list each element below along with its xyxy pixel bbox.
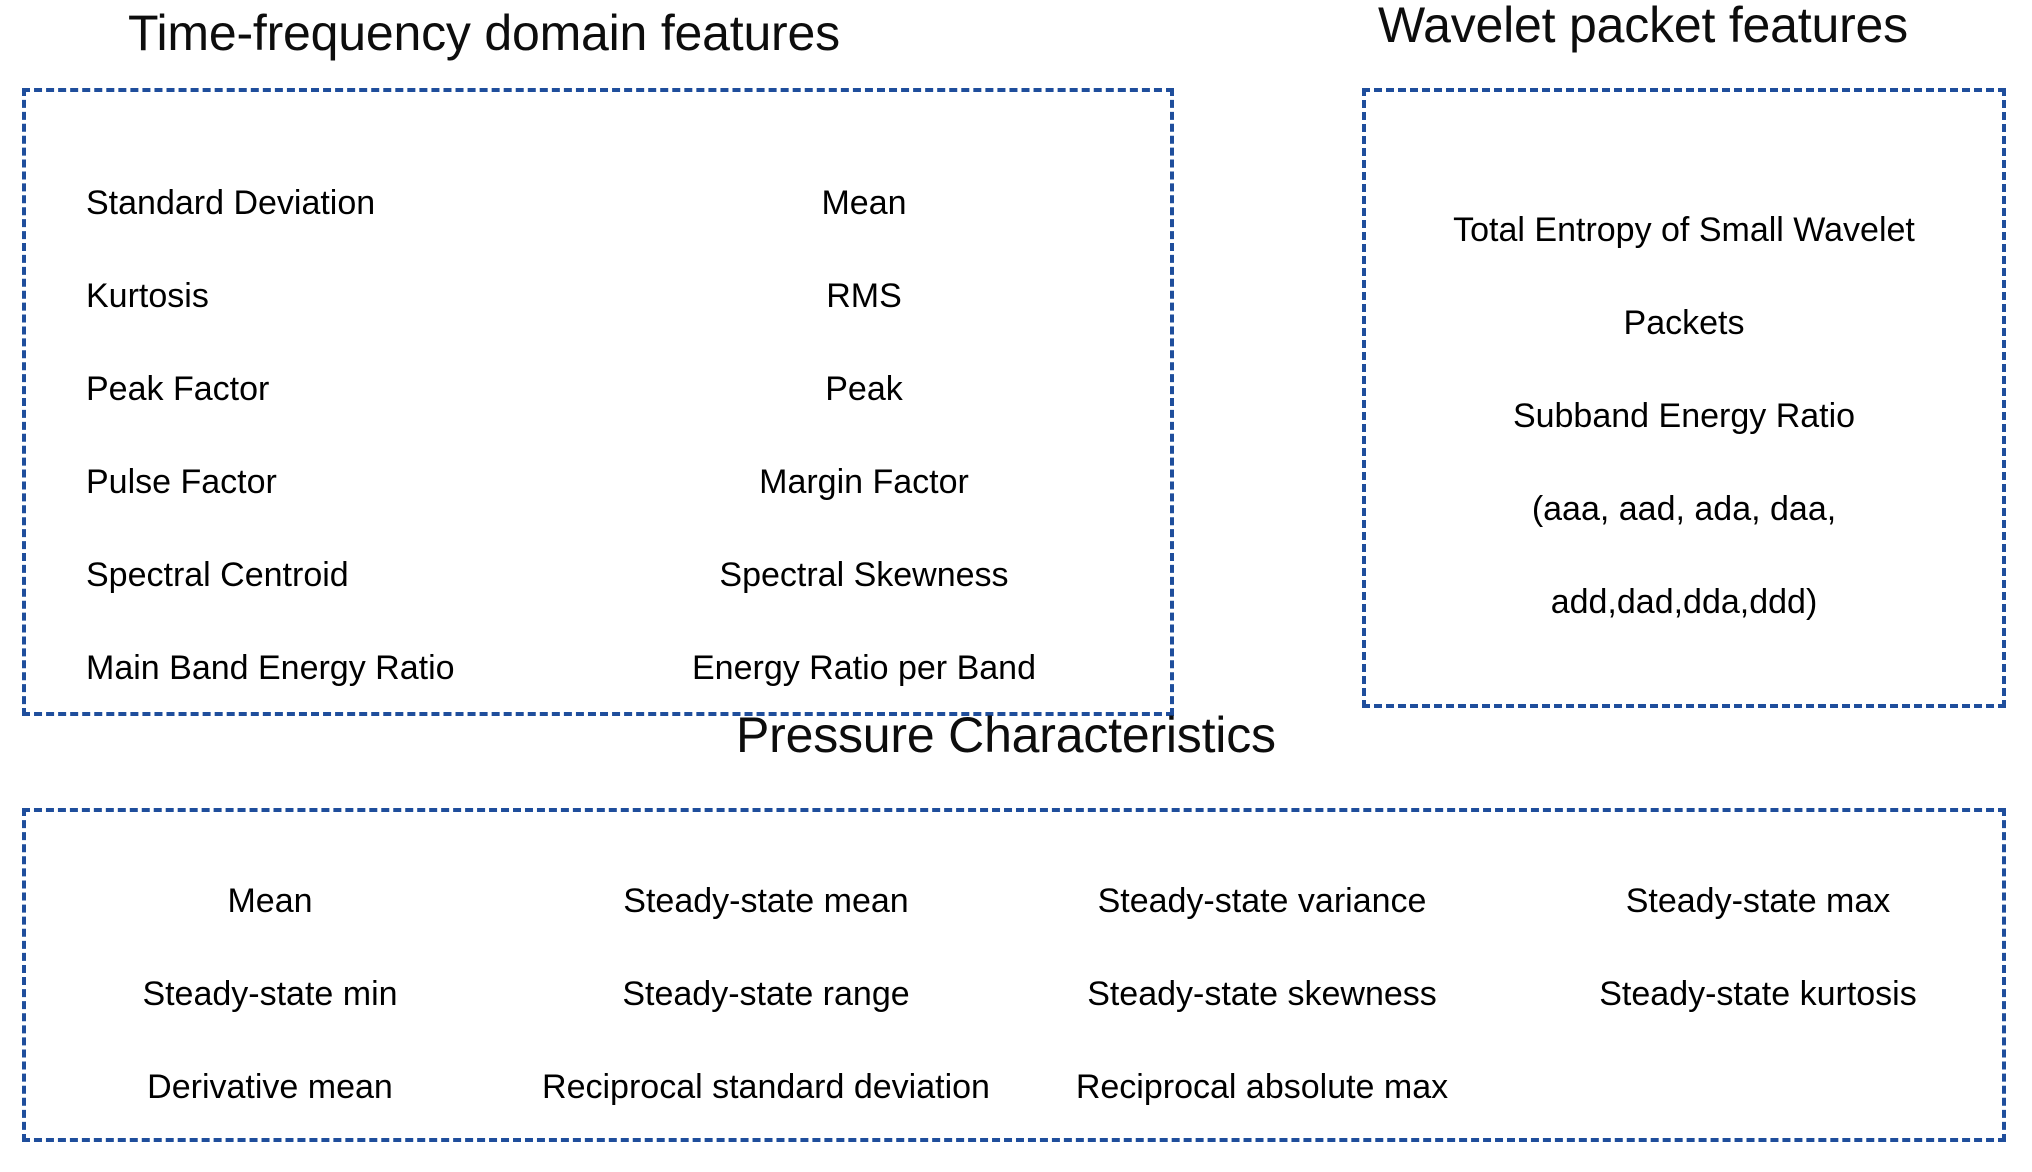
feature-item: Derivative mean bbox=[147, 1067, 393, 1106]
feature-item: Reciprocal standard deviation bbox=[542, 1067, 990, 1106]
feature-item: Reciprocal absolute max bbox=[1075, 1067, 1449, 1106]
feature-item: Steady-state skewness bbox=[1087, 974, 1437, 1013]
feature-item: (aaa, aad, ada, daa, bbox=[1531, 490, 1837, 528]
feature-item: Mean bbox=[821, 183, 907, 222]
time-frequency-feature-box bbox=[22, 88, 1174, 716]
feature-item: Steady-state variance bbox=[1097, 881, 1427, 920]
pressure-feature-box bbox=[22, 808, 2006, 1142]
feature-item: Steady-state kurtosis bbox=[1599, 974, 1917, 1013]
feature-item: Spectral Centroid bbox=[86, 555, 349, 594]
feature-item: RMS bbox=[826, 276, 902, 315]
feature-item: add,dad,dda,ddd) bbox=[1550, 583, 1818, 621]
feature-item: Steady-state max bbox=[1625, 881, 1891, 920]
feature-item: Standard Deviation bbox=[86, 183, 376, 222]
feature-item: Energy Ratio per Band bbox=[692, 648, 1036, 687]
feature-item: Peak Factor bbox=[86, 369, 270, 408]
pressure-group-title: Pressure Characteristics bbox=[736, 707, 1276, 763]
feature-item: Subband Energy Ratio bbox=[1512, 397, 1856, 435]
feature-item: Kurtosis bbox=[86, 276, 209, 315]
wavelet-packet-group-title: Wavelet packet features bbox=[1378, 0, 1908, 53]
feature-item: Mean bbox=[227, 881, 313, 920]
feature-item: Steady-state mean bbox=[623, 881, 909, 920]
wavelet-packet-feature-list: Total Entropy of Small Wavelet Packets S… bbox=[1362, 88, 2006, 708]
feature-item: Total Entropy of Small Wavelet bbox=[1453, 211, 1915, 249]
feature-item: Spectral Skewness bbox=[719, 555, 1009, 594]
feature-item: Pulse Factor bbox=[86, 462, 277, 501]
feature-item: Packets bbox=[1623, 304, 1745, 342]
time-frequency-group-title: Time-frequency domain features bbox=[128, 5, 840, 61]
feature-item: Main Band Energy Ratio bbox=[86, 648, 455, 687]
pressure-feature-grid: Mean Steady-state mean Steady-state vari… bbox=[22, 808, 2006, 1142]
wavelet-packet-feature-box bbox=[1362, 88, 2006, 708]
feature-item: Peak bbox=[825, 369, 903, 408]
feature-item: Steady-state range bbox=[622, 974, 910, 1013]
feature-item: Margin Factor bbox=[759, 462, 969, 501]
feature-item: Steady-state min bbox=[142, 974, 398, 1013]
time-frequency-feature-grid: Standard Deviation Mean Kurtosis RMS Pea… bbox=[22, 88, 1174, 716]
